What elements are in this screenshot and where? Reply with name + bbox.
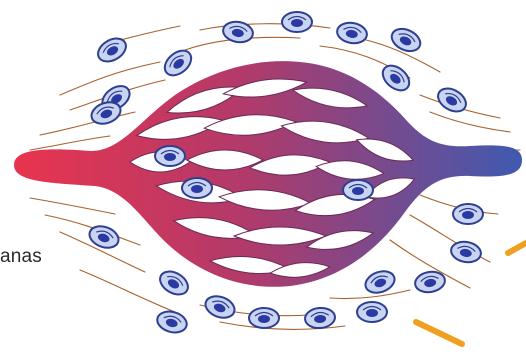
- pointer-line-lower: [416, 322, 462, 344]
- tissue-cell-icon: [304, 307, 336, 330]
- tissue-cell-icon: [249, 308, 279, 328]
- pointer-line-upper: [508, 243, 526, 253]
- tissue-cell-icon: [156, 267, 192, 299]
- fiber-strand: [30, 136, 110, 150]
- tissue-cell-icon: [160, 46, 196, 81]
- tissue-cell-icon: [453, 204, 483, 224]
- tissue-cell-icon: [155, 146, 185, 166]
- fiber-strand: [120, 26, 180, 40]
- tissue-cell-icon: [335, 21, 368, 46]
- tissue-cell-icon: [362, 267, 397, 296]
- tissue-cell-icon: [357, 302, 387, 322]
- tissue-cell-icon: [155, 308, 189, 335]
- fiber-strand: [30, 198, 115, 214]
- tissue-cell-icon: [378, 61, 414, 96]
- tissue-cell-icon: [86, 222, 121, 251]
- tissue-cell-icon: [202, 292, 237, 321]
- tissue-cell-icon: [343, 180, 373, 200]
- tissue-cell-icon: [182, 178, 212, 198]
- tissue-cell-icon: [449, 240, 482, 265]
- tissue-cell-icon: [413, 270, 446, 295]
- fiber-strand: [40, 112, 135, 135]
- caption-text: anas: [0, 246, 42, 268]
- tissue-cell-icon: [388, 25, 424, 56]
- tissue-cell-icon: [434, 84, 470, 116]
- fiber-strand: [430, 112, 510, 132]
- tissue-cell-icon: [282, 12, 312, 32]
